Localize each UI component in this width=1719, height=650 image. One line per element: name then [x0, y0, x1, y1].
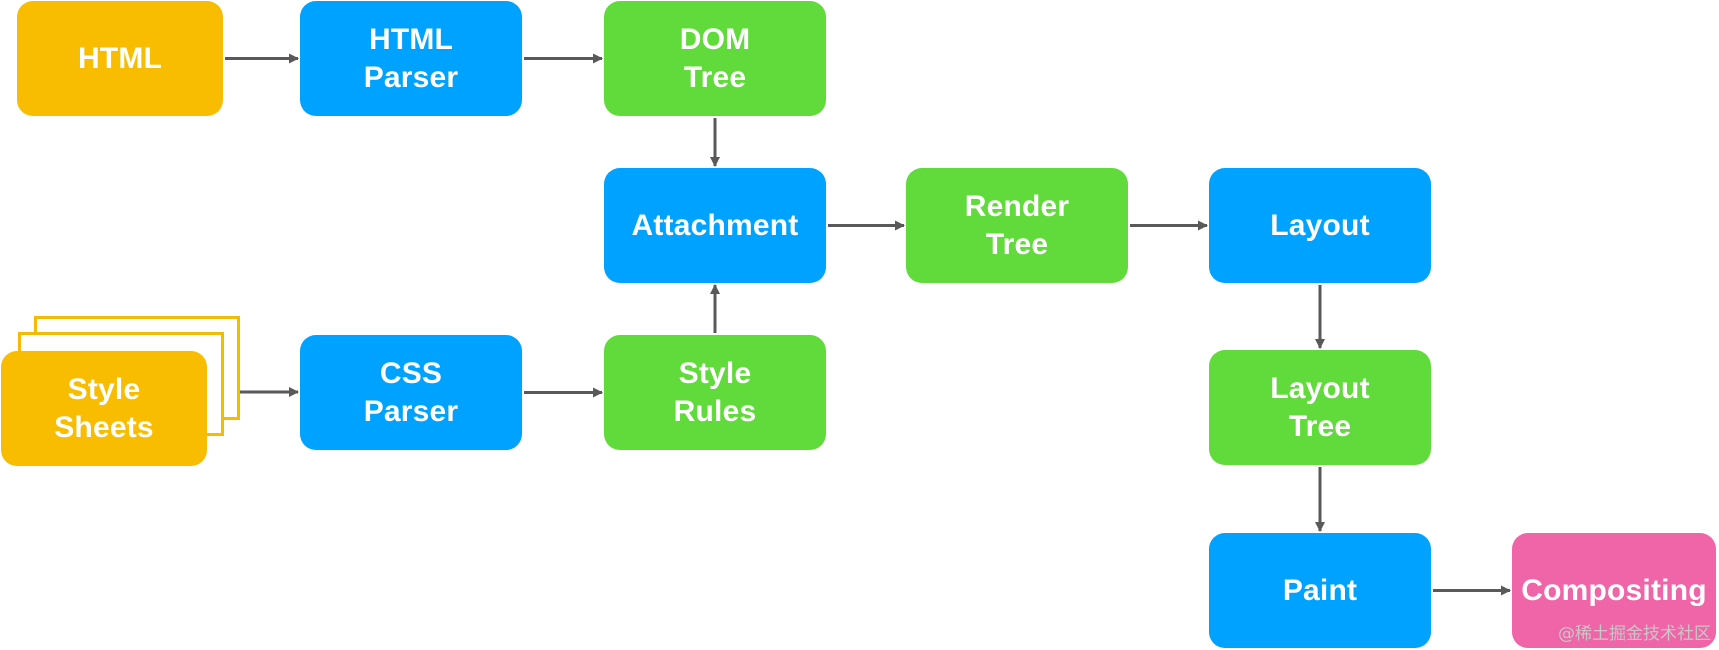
html-parser-node-label: HTML Parser	[363, 22, 459, 94]
style-sheets-node-label: Style Sheets	[54, 372, 154, 444]
layout-tree-node-label: Layout Tree	[1270, 371, 1370, 443]
style-rules-node-label: Style Rules	[673, 356, 757, 428]
attachment-node: Attachment	[604, 168, 826, 283]
compositing-node: Compositing	[1512, 533, 1716, 648]
dom-tree-node-label: DOM Tree	[679, 22, 751, 94]
watermark: @稀土掘金技术社区	[1558, 624, 1711, 644]
css-parser-node-label: CSS Parser	[363, 356, 459, 428]
paint-node-label: Paint	[1282, 573, 1358, 607]
css-parser-node: CSS Parser	[300, 335, 522, 450]
style-sheets-node: Style Sheets	[1, 351, 207, 466]
attachment-node-label: Attachment	[631, 208, 799, 242]
dom-tree-node: DOM Tree	[604, 1, 826, 116]
render-tree-node-label: Render Tree	[964, 189, 1070, 261]
compositing-node-label: Compositing	[1521, 573, 1707, 607]
style-rules-node: Style Rules	[604, 335, 826, 450]
paint-node: Paint	[1209, 533, 1431, 648]
layout-tree-node: Layout Tree	[1209, 350, 1431, 465]
html-node-label: HTML	[77, 41, 163, 75]
html-parser-node: HTML Parser	[300, 1, 522, 116]
html-node: HTML	[17, 1, 223, 116]
layout-node-label: Layout	[1270, 208, 1370, 242]
render-tree-node: Render Tree	[906, 168, 1128, 283]
layout-node: Layout	[1209, 168, 1431, 283]
